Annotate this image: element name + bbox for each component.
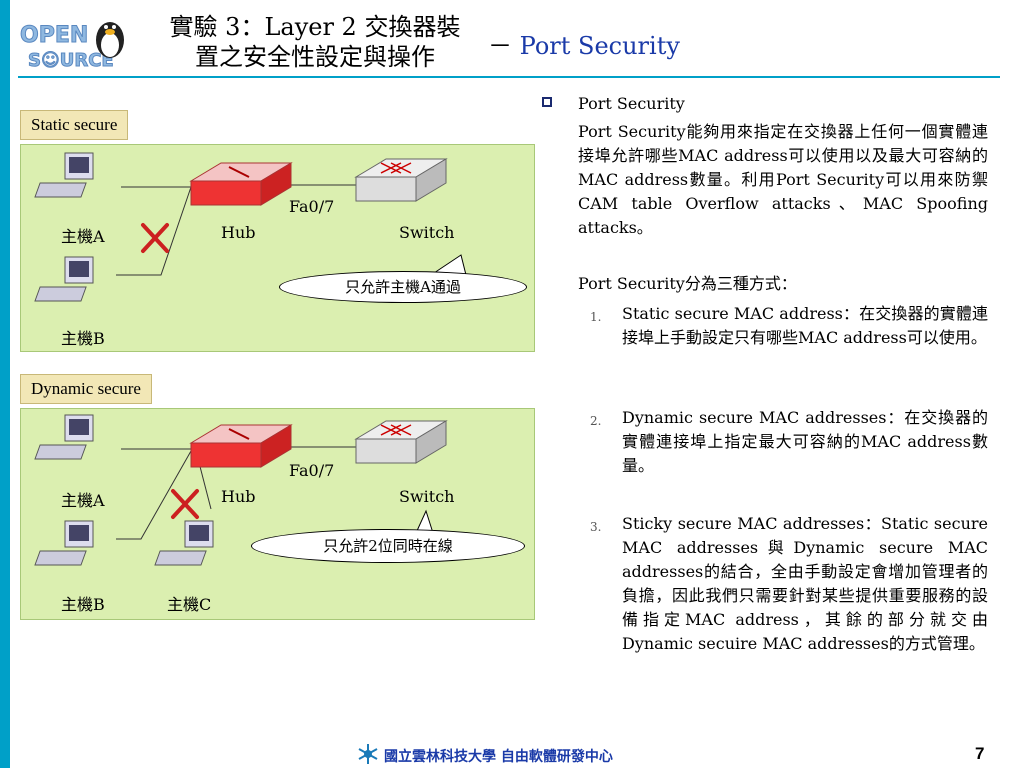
hub-icon-2 xyxy=(189,424,293,468)
item-2-text: Dynamic secure MAC addresses：在交換器的實體連接埠上… xyxy=(622,408,988,475)
svg-text:OPEN: OPEN xyxy=(20,23,88,48)
port-label: Fa0/7 xyxy=(289,197,335,216)
title-line-1: 實驗 3：Layer 2 交換器裝 xyxy=(169,13,461,41)
switch-icon-2 xyxy=(354,420,448,464)
item-1-text: Static secure MAC address：在交換器的實體連接埠上手動設… xyxy=(622,304,988,347)
item-3-text: Sticky secure MAC addresses：Static secur… xyxy=(622,514,988,653)
switch-label-2: Switch xyxy=(399,487,455,506)
open-source-logo: OPEN S☺URCE xyxy=(20,22,124,72)
bullet-square-icon xyxy=(542,97,552,107)
item-1-number: 1. xyxy=(590,310,602,324)
hub-label: Hub xyxy=(221,223,256,242)
host-a-label-2: 主機A xyxy=(61,491,105,510)
diagram2-canvas xyxy=(34,414,448,566)
dynamic-secure-tag: Dynamic secure xyxy=(20,374,152,404)
content-para-2: Port Security分為三種方式： xyxy=(578,274,797,293)
dynamic-secure-diagram: 主機A 主機B 主機C Hub Switch Fa0/7 只允許2位同時在線 xyxy=(20,408,535,620)
callout-static: 只允許主機A通過 xyxy=(279,271,527,303)
host-a-pc-icon xyxy=(34,152,94,198)
hub-label-2: Hub xyxy=(221,487,256,506)
callout-dynamic: 只允許2位同時在線 xyxy=(251,529,525,563)
slide-subtitle: － Port Security xyxy=(488,26,680,61)
switch-label: Switch xyxy=(399,223,455,242)
host-a-pc-icon-2 xyxy=(34,414,94,460)
diagram1-canvas xyxy=(34,152,467,302)
link2-hostB-hub xyxy=(116,450,192,540)
hub-icon xyxy=(189,162,293,206)
title-divider xyxy=(18,76,1000,78)
host-c-pc-icon xyxy=(154,520,214,566)
switch-icon xyxy=(354,158,448,202)
title-line-2: 置之安全性設定與操作 xyxy=(195,43,435,71)
page-number: 7 xyxy=(975,744,985,763)
item-3-number: 3. xyxy=(590,520,602,534)
port-label-2: Fa0/7 xyxy=(289,461,335,480)
subtitle-text: Port Security xyxy=(519,32,680,60)
host-b-label: 主機B xyxy=(61,329,105,348)
host-a-label: 主機A xyxy=(61,227,105,246)
snowflake-logo-icon xyxy=(358,744,378,764)
static-secure-diagram: 主機A 主機B Hub Switch Fa0/7 只允許主機A通過 xyxy=(20,144,535,352)
left-accent-bar xyxy=(0,0,10,768)
static-secure-tag: Static secure xyxy=(20,110,129,140)
slide-title: 實驗 3：Layer 2 交換器裝 置之安全性設定與操作 xyxy=(150,12,480,72)
svg-text:S☺URCE: S☺URCE xyxy=(28,50,114,71)
blocked-cross-icon-2 xyxy=(171,489,199,519)
host-b-pc-icon xyxy=(34,256,94,302)
link-hostB-hub xyxy=(116,186,192,276)
host-c-label: 主機C xyxy=(167,595,212,614)
content-para-1: Port Security能夠用來指定在交換器上任何一個實體連接埠允許哪些MAC… xyxy=(578,122,988,237)
footer: 國立雲林科技大學 自由軟體研發中心 7 xyxy=(0,740,1024,768)
blocked-cross-icon xyxy=(141,223,169,253)
title-dash: － xyxy=(488,32,512,60)
item-2-number: 2. xyxy=(590,414,602,428)
content-heading: Port Security xyxy=(578,94,685,113)
footer-school-name: 國立雲林科技大學 自由軟體研發中心 xyxy=(384,749,613,765)
host-b-pc-icon-2 xyxy=(34,520,94,566)
host-b-label-2: 主機B xyxy=(61,595,105,614)
